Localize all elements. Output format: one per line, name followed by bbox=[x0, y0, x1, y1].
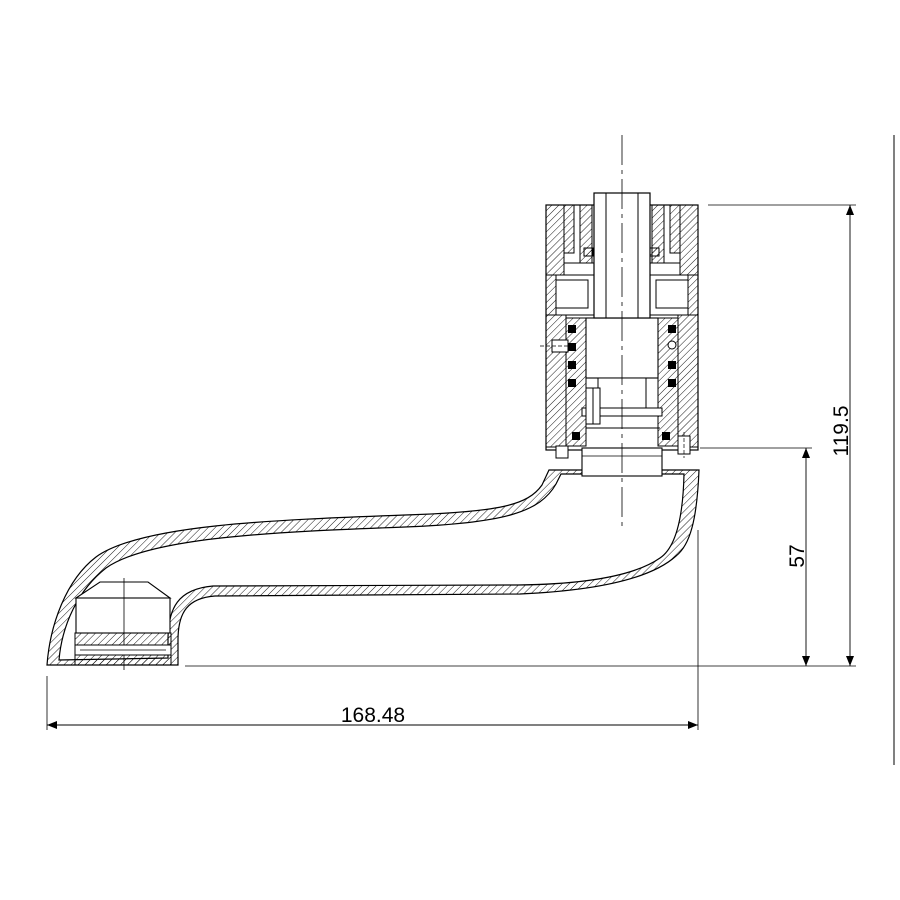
spout-body bbox=[46, 469, 700, 666]
dimension-outlet-label: 57 bbox=[786, 544, 809, 567]
dimension-overall-width: 168.48 bbox=[47, 704, 698, 729]
dimension-outlet-height: 57 bbox=[786, 448, 810, 666]
dimension-overall-height: 119.5 bbox=[830, 205, 854, 666]
dimension-height-label: 119.5 bbox=[830, 406, 853, 457]
dimension-width-label: 168.48 bbox=[341, 704, 405, 727]
aerator bbox=[74, 578, 172, 670]
valve-stem bbox=[593, 192, 651, 319]
extension-lines bbox=[46, 204, 856, 730]
